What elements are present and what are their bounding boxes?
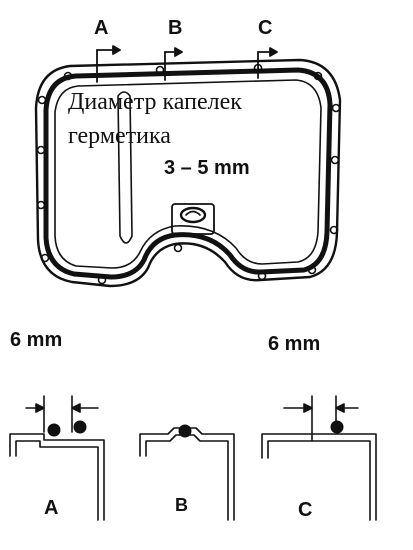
detail-label-c: C [298,499,313,521]
cross-section-c [261,395,377,521]
oil-pan-inner-outline [54,79,322,269]
bolt-hole [313,71,323,81]
section-label-c: C [258,17,273,39]
sealant-bead-a2 [73,420,87,434]
drain-plug-mark [185,210,201,216]
bolt-hole [257,271,267,281]
bolt-hole [331,103,341,113]
drain-plug [179,206,207,224]
sealant-bead-c [330,420,344,434]
offset-label-right: 6 mm [268,333,321,355]
offset-label-left: 6 mm [10,329,63,351]
bolt-hole [330,155,340,165]
bead-diameter-label-line1: Диаметр капелек [68,89,242,115]
baffle-slot [117,91,133,244]
section-cut-b [164,47,183,81]
bead-diameter-range: 3 – 5 mm [164,157,250,179]
drain-plug-housing [171,203,215,235]
bolt-holes [36,63,341,285]
bolt-hole [40,253,50,263]
bolt-hole [37,95,47,105]
bolt-hole [173,243,183,253]
bead-diameter-label-line2: герметика [68,123,171,149]
section-cut-c [257,47,278,79]
bolt-hole [97,275,107,285]
sealant-bead-a1 [47,423,61,437]
bolt-hole [307,265,317,275]
section-c-flange [261,433,377,521]
section-label-b: B [168,17,183,39]
bolt-hole [63,71,73,81]
section-a-flange [9,433,105,521]
section-cut-a [96,45,121,83]
detail-label-a: A [44,497,59,519]
sealant-bead-b [178,424,192,438]
bolt-hole [155,65,165,75]
oil-pan-outer-outline [34,58,342,288]
section-a-wall [15,440,99,521]
section-label-a: A [94,17,109,39]
bolt-hole [329,225,339,235]
detail-label-b: B [175,495,188,515]
sealant-bead-path [43,67,333,280]
bolt-hole [36,200,46,210]
section-c-wall [267,440,371,521]
cross-section-a [9,395,105,521]
bolt-hole [36,145,46,155]
